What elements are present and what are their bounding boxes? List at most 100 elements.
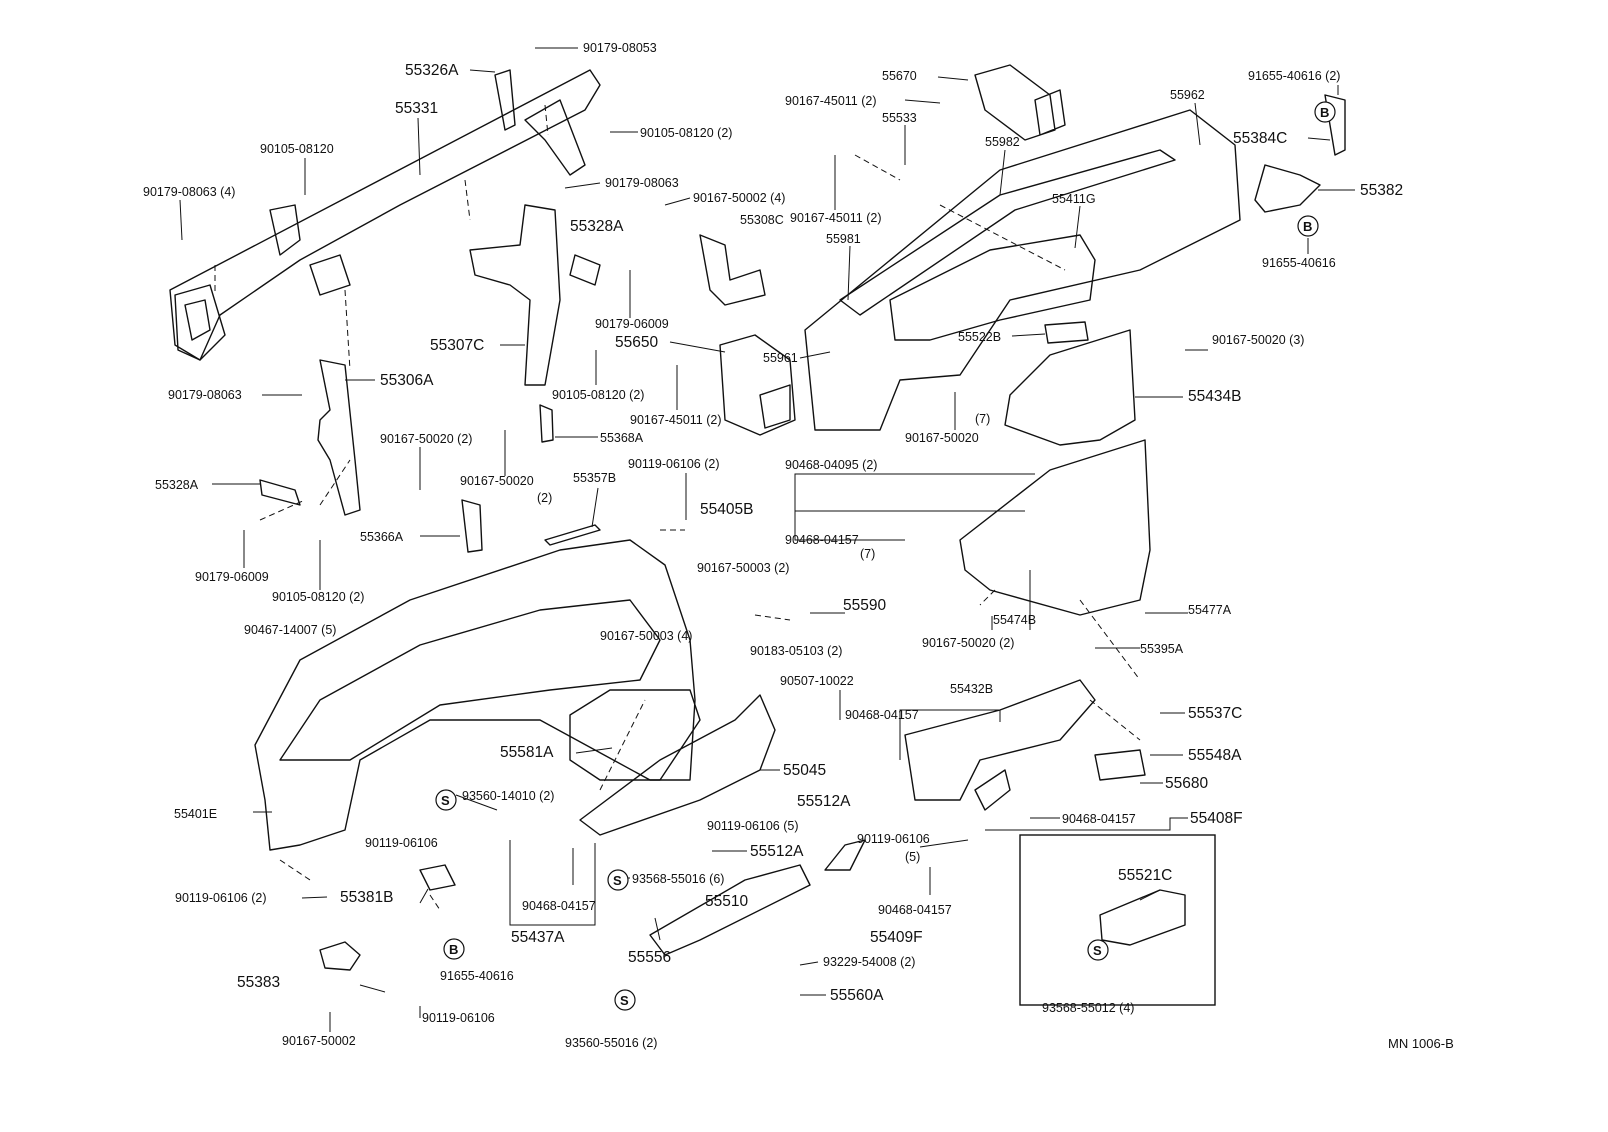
reference-markers: B B B S S S S [435,101,1336,1011]
assembly-line [1079,599,1141,681]
part-label: 90179-08053 [583,41,657,55]
part-label: 55328A [570,218,624,235]
part-label: 90167-50003 (2) [697,561,789,575]
part-label: 90167-45011 (2) [785,94,877,108]
leader [179,199,183,241]
part-label: 55512A [750,843,804,860]
marker-circle [1087,939,1109,961]
part-label: 55383 [237,974,280,991]
assembly-line [599,699,646,791]
leader-lines [179,47,1355,1032]
part-label: 55357B [573,471,616,485]
leader [799,351,831,359]
part-label: 55434B [1188,388,1241,405]
leader [847,245,851,301]
part-label: 90119-06106 (5) [707,819,799,833]
part-label: 55306A [380,372,434,389]
panel-55434b [1004,329,1136,446]
bracket-55366a [461,499,483,553]
part-label: (7) [860,547,875,561]
part-label: 90119-06106 [857,832,930,846]
leader-bracket [509,840,596,926]
part-label: 55045 [783,762,826,779]
part-label: 90167-50002 [282,1034,356,1048]
leader [419,888,429,904]
part-label: 90179-08063 [168,388,242,402]
part-label: 90167-50020 (2) [922,636,1014,650]
part-label: 91655-40616 [1262,256,1336,270]
bracket-55383 [319,941,361,971]
brace-55307c [469,204,561,386]
part-outlines [169,64,1346,1006]
part-label: 55408F [1190,810,1243,827]
part-label: 55560A [830,987,884,1004]
part-labels: 55326A 90179-08053 55331 90105-08120 901… [143,41,1403,1050]
part-label: 90183-05103 (2) [750,644,842,658]
part-label: 93229-54008 (2) [823,955,915,969]
part-label: 55650 [615,334,658,351]
marker-b: B [1303,219,1312,234]
part-label: 93568-55012 (4) [1042,1001,1134,1015]
leader [904,99,941,104]
bracket-55368a [539,404,554,443]
marker-circle [435,789,457,811]
part-label: 55477A [1188,603,1232,617]
part-label: 90105-08120 (2) [272,590,364,604]
brace-55306a [317,359,361,516]
leader [575,747,613,754]
marker-s: S [620,993,629,1008]
part-label: 55401E [174,807,217,821]
part-label: 55961 [763,351,798,365]
marker-s: S [441,793,450,808]
leader [1194,102,1201,146]
instrument-panel-55401e [254,539,696,851]
part-label: 90179-08063 (4) [143,185,235,199]
part-label: 55581A [500,744,554,761]
clock-inset-frame [1019,834,1216,1006]
marker-s: S [1093,943,1102,958]
leader-bracket [899,709,1001,760]
assembly-line [979,589,996,606]
part-label: 90119-06106 [365,836,438,850]
leader [999,149,1006,196]
part-label: 90467-14007 (5) [244,623,336,637]
part-label: 93560-14010 (2) [462,789,554,803]
leader [455,794,498,811]
part-label: 90119-06106 (2) [175,891,267,905]
part-label: 90468-04157 [1062,812,1136,826]
part-label: 91655-40616 (2) [1248,69,1340,83]
leader [654,917,661,941]
part-label: 55395A [1140,642,1184,656]
part-label: 55556 [628,949,671,966]
assembly-line [319,459,351,506]
assembly-lines [214,104,1141,911]
part-label: 90507-10022 [780,674,854,688]
marker-circle [607,869,629,891]
leader [919,839,969,848]
instrument-panel-reinforcement [169,69,601,361]
bracket-55326a [494,69,516,131]
leader [301,896,328,899]
part-label: 55670 [882,69,917,83]
center-cluster-panel-55405b [959,439,1151,616]
part-label: 90105-08120 (2) [640,126,732,140]
part-label: 90179-08063 [605,176,679,190]
leader [1139,889,1161,901]
part-label: 90468-04157 [878,903,952,917]
assembly-line [259,499,306,521]
part-label: 90119-06106 (2) [628,457,720,471]
glove-box-55581a [569,689,701,781]
part-label: 90105-08120 (2) [552,388,644,402]
part-label: 90167-50003 (4) [600,629,692,643]
duct-55670 [974,64,1066,141]
bracket-55328a-lower [259,479,301,506]
glove-box-door-55045 [579,694,776,836]
part-label: 55521C [1118,867,1172,884]
part-label: 90167-50002 (4) [693,191,785,205]
part-label: 55382 [1360,182,1403,199]
leader [359,984,386,993]
reinforcement-bracket-left [174,284,226,361]
bracket-55382 [1254,164,1321,213]
leader [564,182,601,189]
